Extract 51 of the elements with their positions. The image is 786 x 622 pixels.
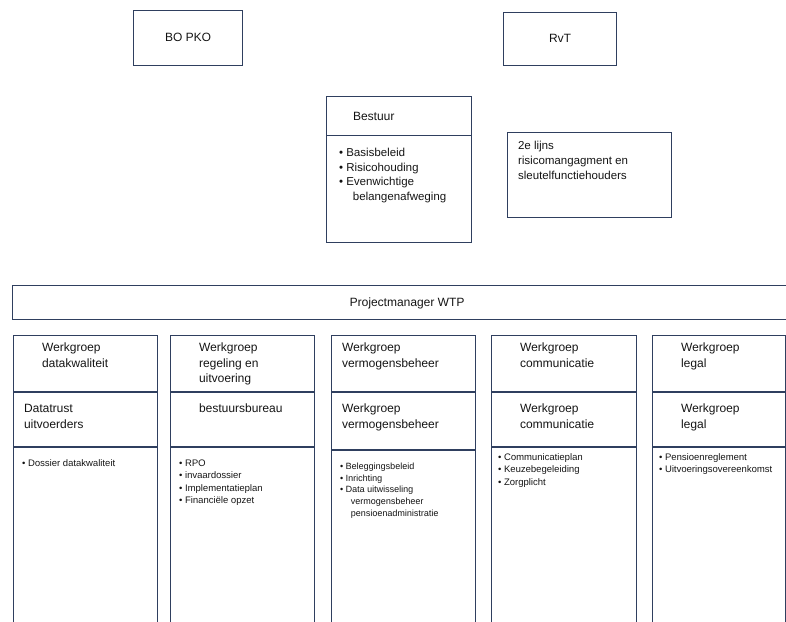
bullet-item: • Keuzebegeleiding [498,464,581,477]
org-box [503,12,617,66]
bullet-item: • Financiële opzet [179,495,256,508]
box-label: Werkgroep datakwaliteit [42,340,110,372]
board-box [326,96,472,243]
org-box [652,392,786,447]
org-box [170,335,315,392]
bullet-item: • Dossier datakwaliteit [22,458,116,470]
bullet-item: • Uitvoeringsovereenkomst [659,464,774,477]
box-label: Datatrust uitvoerders [24,401,84,432]
org-box [170,392,315,447]
box-label: Projectmanager WTP [350,294,464,310]
task-list-box [331,450,476,622]
bullet-item: • Basisbeleid [339,146,406,161]
box-label: Werkgroep regeling en uitvoering [199,340,260,387]
org-box [13,335,158,392]
org-box [652,335,786,392]
org-box [12,285,786,320]
org-box [13,392,158,447]
box-label: Werkgroep vermogensbeheer [342,340,440,372]
box-label: Werkgroep legal [681,340,740,372]
bullet-item: • Risicohouding [339,160,420,176]
bullet-item: • Communicatieplan [498,452,584,464]
bullet-item: • Pensioenreglement [659,452,748,464]
task-list-box [170,447,315,622]
box-label: 2e lijns risicomangagment en sleutelfunctiehouders [518,139,629,184]
bullet-item: • Beleggingsbeleid [340,461,416,473]
bullet-item: • Data uitwisseling vermogensbeheer pensioenadministratie [340,484,440,520]
bullet-item: • Zorgplicht [498,476,547,490]
org-box [491,392,637,447]
org-box [133,10,243,66]
bullet-item: • Inrichting [340,472,384,484]
task-list-box [491,447,637,622]
box-label: bestuursbureau [199,401,282,417]
box-label: Werkgroep legal [681,401,740,432]
org-box [331,392,476,450]
box-label: BO PKO [164,30,211,46]
bullet-item: • invaardossier [179,470,242,483]
box-label: Werkgroep communicatie [520,401,596,432]
org-box [331,335,476,392]
bullet-item: • RPO [179,458,207,470]
task-list-box [652,447,786,622]
org-box [491,335,637,392]
box-heading: Bestuur [352,108,394,125]
bullet-item: • Implementatieplan [179,482,264,496]
box-label: Werkgroep vermogensbeheer [342,401,440,432]
box-label: Werkgroep communicatie [520,340,596,372]
box-label: RvT [549,31,571,47]
task-list-box [13,447,158,622]
bullet-item: • Evenwichtige belangenafweging [339,175,448,206]
org-box [507,132,672,218]
